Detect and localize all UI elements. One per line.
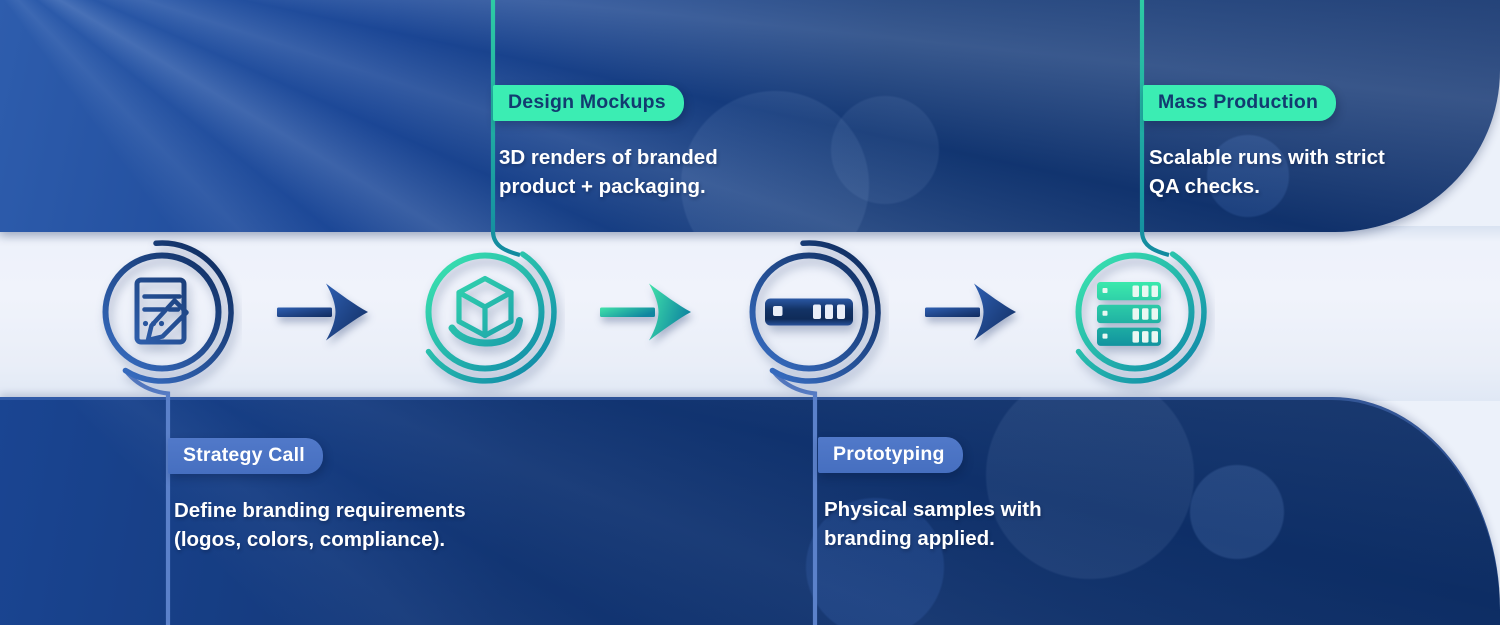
connector-line — [1139, 0, 1170, 258]
step-pill: Mass Production — [1143, 85, 1337, 121]
document-pencil-icon — [102, 240, 234, 625]
step-pill: Prototyping — [818, 437, 963, 473]
connector-line — [770, 369, 818, 625]
step-pill: Strategy Call — [168, 438, 323, 474]
prototype-device-icon — [749, 240, 881, 625]
bottom-band — [0, 397, 1500, 625]
server-stack-icon — [1075, 0, 1207, 384]
step-label-strategy-call: Strategy Call Define branding requiremen… — [168, 438, 509, 554]
step-description: Scalable runs with strict QA checks. — [1149, 146, 1385, 198]
step-pill: Design Mockups — [493, 85, 684, 121]
step-label-prototyping: Prototyping Physical samples with brandi… — [818, 437, 1076, 553]
cube-3d-rotate-icon — [425, 0, 557, 384]
step-label-mass-production: Mass Production Scalable runs with stric… — [1143, 85, 1411, 201]
connector-line — [123, 369, 171, 625]
step-description: 3D renders of branded product + packagin… — [499, 146, 718, 198]
step-description: Physical samples with branding applied. — [824, 498, 1042, 550]
step-label-design-mockups: Design Mockups 3D renders of branded pro… — [493, 85, 749, 201]
arrow-right-icon — [277, 283, 368, 341]
arrow-right-icon — [925, 283, 1016, 341]
arrow-right-icon — [600, 283, 691, 341]
step-description: Define branding requirements (logos, col… — [174, 499, 466, 551]
connector-line — [490, 0, 521, 258]
